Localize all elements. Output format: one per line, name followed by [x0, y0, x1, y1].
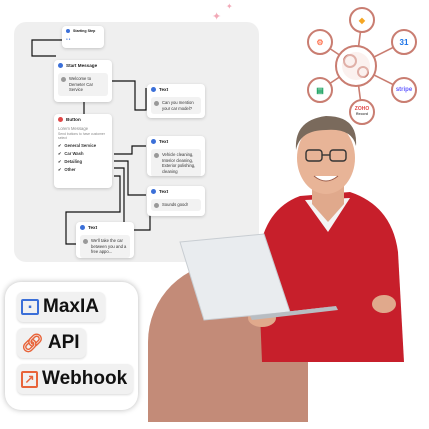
external-link-icon: ↗ — [21, 370, 38, 388]
start-badges: ● ● — [66, 37, 71, 41]
button-options: ✔General Service ✔Car Wash ✔Detailing ✔O… — [58, 142, 108, 173]
google-sheets-icon: ▤ — [307, 77, 333, 103]
step-icon — [66, 29, 70, 33]
text-card-3[interactable]: Text Sounds good! — [147, 186, 205, 216]
button-line1: Lorem Message — [58, 126, 89, 131]
option-car-wash[interactable]: ✔Car Wash — [58, 151, 84, 157]
stripe-icon: stripe — [391, 77, 417, 103]
webhook-label: Webhook — [42, 368, 128, 389]
button-line2: Send buttons to have customer select — [58, 132, 105, 140]
avatar-icon — [61, 76, 66, 82]
avatar-icon — [154, 202, 159, 208]
api-label: API — [47, 332, 80, 353]
text-node-icon — [151, 139, 156, 144]
check-icon: ✔ — [58, 143, 62, 149]
starting-step-card[interactable]: Starting Step ● ● — [62, 26, 104, 48]
text-node-icon — [151, 189, 156, 194]
avatar-icon — [83, 238, 88, 244]
check-icon: ✔ — [58, 166, 62, 172]
button-card-title: Button — [66, 117, 81, 122]
google-calendar-icon: 31 — [391, 29, 417, 55]
link-icon: 🔗︎ — [21, 332, 44, 353]
airtable-icon: ◆ — [349, 7, 375, 33]
option-general-service[interactable]: ✔General Service — [58, 143, 97, 149]
option-detailing[interactable]: ✔Detailing — [58, 158, 83, 164]
option-other[interactable]: ✔Other — [58, 166, 76, 172]
text-node-icon — [80, 225, 85, 230]
maxia-label: MaxIA — [43, 296, 99, 317]
start-message-body: Welcome to Demeter Car Service — [69, 76, 93, 92]
avatar-icon — [154, 100, 159, 106]
check-icon: ✔ — [58, 151, 62, 157]
button-card[interactable]: Button Lorem Message Send buttons to hav… — [54, 114, 112, 188]
api-badge[interactable]: 🔗︎ API — [17, 328, 86, 358]
check-icon: ✔ — [58, 158, 62, 164]
button-node-icon — [58, 117, 63, 122]
webhook-badge[interactable]: ↗ Webhook — [17, 364, 134, 394]
message-icon — [58, 63, 63, 68]
text-card-2[interactable]: Text Vehicle cleaning, Interior cleaning… — [147, 136, 205, 176]
avatar-icon — [154, 152, 159, 158]
sparkle-icon: ✦ — [212, 11, 222, 23]
channel-badges-panel: ▪ MaxIA 🔗︎ API ↗ Webhook — [5, 282, 138, 410]
text-node-icon — [151, 87, 156, 92]
start-message-card[interactable]: Start Message Welcome to Demeter Car Ser… — [54, 60, 112, 102]
starting-step-label: Starting Step — [73, 29, 96, 33]
sparkle-icon: ✦ — [226, 2, 233, 11]
monitor-icon: ▪ — [21, 299, 39, 315]
maxia-badge[interactable]: ▪ MaxIA — [17, 292, 105, 322]
text-card-1[interactable]: Text Can you mention your car model? — [147, 84, 205, 118]
zoho-icon: ZOHO Record — [349, 99, 375, 125]
text-card-4[interactable]: Text We'll take the car between you and … — [76, 222, 134, 258]
start-message-title: Start Message — [66, 63, 98, 68]
hubspot-icon: ⚙ — [307, 29, 333, 55]
